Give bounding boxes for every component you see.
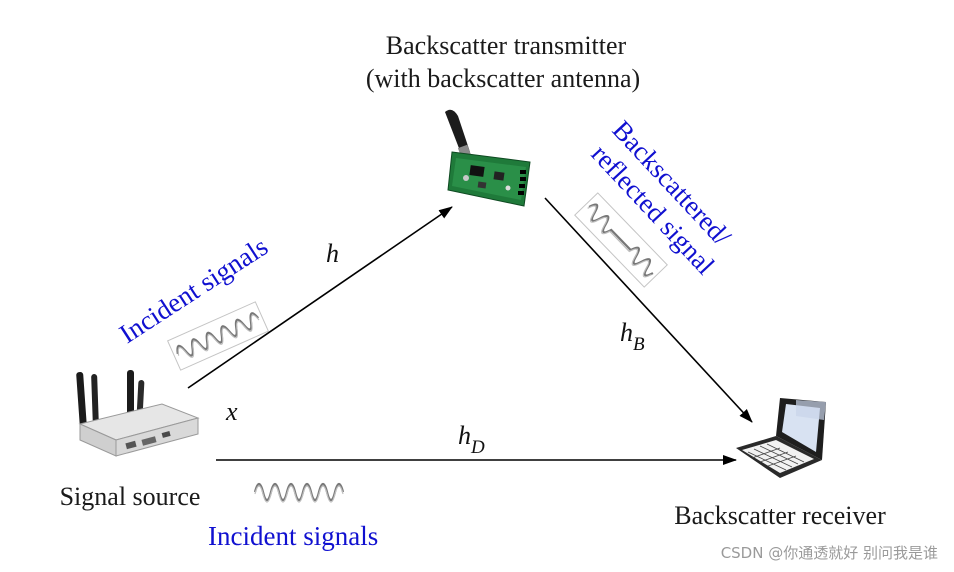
incident-wave-lower xyxy=(253,482,345,503)
incident-wave-upper xyxy=(166,301,270,371)
channel-hD-label: hD xyxy=(458,421,485,458)
receiver-label: Backscatter receiver xyxy=(674,501,886,530)
incident-link-arrow xyxy=(187,206,453,389)
watermark: CSDN @你通透就好 别问我是谁 xyxy=(721,544,938,562)
incident-signals-lower-label: Incident signals xyxy=(208,521,378,551)
source-label: Signal source xyxy=(60,482,201,511)
backscatter-link-arrow xyxy=(544,197,753,423)
reflected-wave xyxy=(574,192,668,288)
backscatter-tag-icon xyxy=(445,109,531,207)
channel-h-label: h xyxy=(326,239,339,268)
channel-hB-label: hB xyxy=(620,318,645,355)
laptop-icon xyxy=(736,398,826,478)
signal-x-label: x xyxy=(225,397,238,426)
router-icon xyxy=(76,370,200,457)
transmitter-subtitle: (with backscatter antenna) xyxy=(366,64,640,93)
transmitter-title: Backscatter transmitter xyxy=(386,31,627,60)
